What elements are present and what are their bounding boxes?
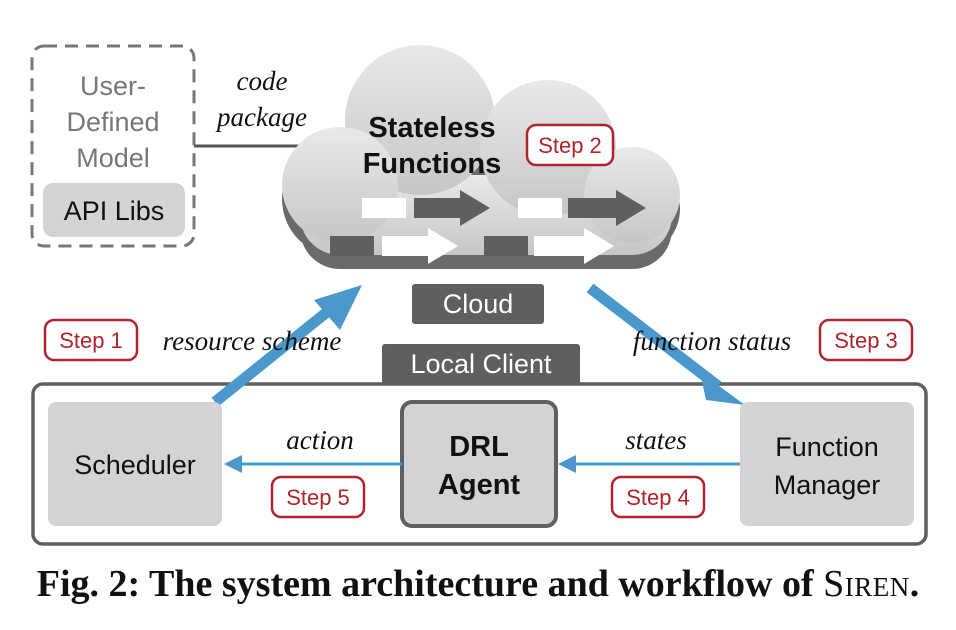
figure-caption: Fig. 2: The system architecture and work… [0,562,956,606]
step-3-label: Step 3 [834,328,898,353]
agent-label: Agent [438,469,521,501]
step-5-label: Step 5 [286,485,350,510]
function-block [518,198,562,218]
resource-scheme-label: resource scheme [163,326,342,356]
cloud-tag [412,284,544,324]
action-label: action [286,425,354,455]
functions-label: Functions [363,148,502,180]
manager-label: Manager [774,470,881,500]
package-label: package [215,102,307,132]
api-libs-label: API Libs [64,196,165,226]
user-model-line-1: User- [80,71,146,101]
states-arrowhead [558,455,576,473]
cloud-tag-label: Cloud [443,289,514,319]
caption-text: Fig. 2: The system architecture and work… [36,563,824,605]
action-arrowhead [224,455,242,473]
function-arrow-light [382,228,458,264]
user-defined-model-box: User- Defined Model API Libs [30,44,196,248]
function-arrow-dark [568,190,646,226]
resource-scheme-arrowhead [314,285,362,330]
states-label: states [625,425,687,455]
step-2-badge [525,123,615,167]
function-arrow-light [534,228,614,264]
function-blocks [330,190,646,264]
local-client-tag [382,344,580,384]
user-model-line-3: Model [76,143,150,173]
scheduler-label: Scheduler [74,450,196,480]
resource-scheme-arrow [211,303,336,407]
step-4-label: Step 4 [626,485,690,510]
caption-period: . [909,563,920,605]
api-libs-box [43,183,185,237]
function-block-dark [330,236,374,256]
drl-label: DRL [449,431,509,463]
function-block-dark [484,236,528,256]
step-3-badge [818,318,914,362]
function-status-arrowhead [700,372,745,405]
stateless-label: Stateless [368,112,495,144]
function-manager-box [740,402,914,526]
function-status-arrow [586,283,722,391]
step-1-badge [43,318,139,362]
function-block [362,198,406,218]
function-status-label: function status [633,326,791,356]
step-2-label: Step 2 [538,133,602,158]
function-arrow-dark [414,190,490,226]
scheduler-box [48,402,222,526]
step-1-label: Step 1 [59,328,123,353]
caption-system-name: Siren [823,563,910,605]
drl-agent-box [400,400,558,528]
user-model-line-2: Defined [66,107,159,137]
step-5-badge [270,475,366,519]
function-label: Function [775,432,879,462]
step-4-badge [610,475,706,519]
local-client-label: Local Client [410,349,552,379]
code-label: code [237,66,288,96]
